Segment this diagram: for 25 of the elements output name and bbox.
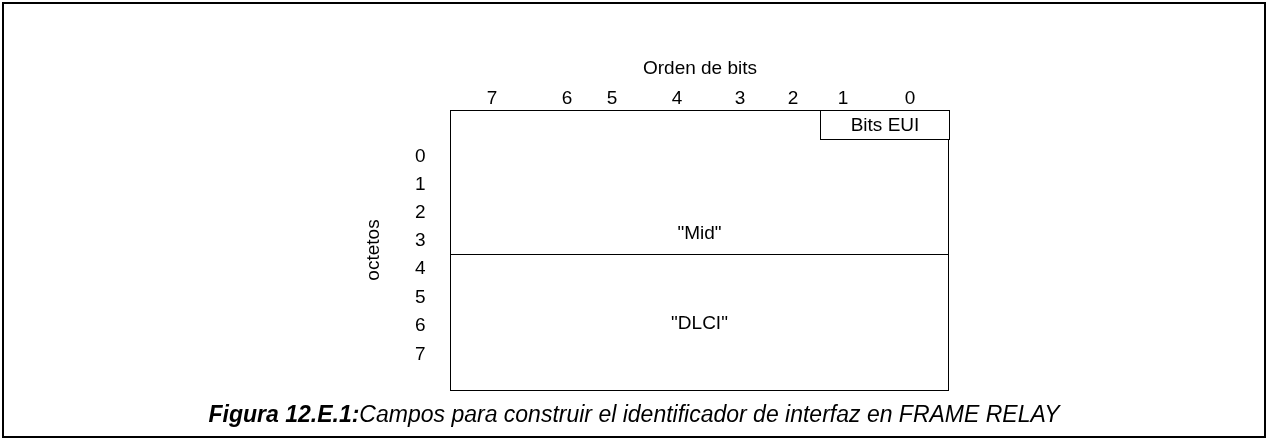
octet-number: 3 <box>415 230 426 249</box>
axis-title: octetos <box>362 219 382 281</box>
bit-number: 5 <box>606 88 618 107</box>
octet-number: 6 <box>415 315 426 334</box>
octet-number: 2 <box>415 202 426 221</box>
axis-title: Orden de bits <box>642 58 758 77</box>
bit-number: 3 <box>734 88 746 107</box>
field-region <box>450 254 949 391</box>
figure-caption: Figura 12.E.1:Campos para construir el identificador de interfaz en FRAME RELAY <box>208 403 1060 426</box>
octet-number: 7 <box>415 344 426 363</box>
bit-number: 0 <box>904 88 916 107</box>
field-name: "Mid" <box>677 223 722 242</box>
bit-number: 1 <box>837 88 849 107</box>
octet-number: 4 <box>415 258 426 277</box>
field-region <box>450 110 949 256</box>
field-name: Bits EUI <box>850 114 920 134</box>
bit-number: 4 <box>671 88 683 107</box>
octet-number: 0 <box>415 146 426 165</box>
field-name: "DLCI" <box>671 313 728 332</box>
bit-number: 7 <box>486 88 498 107</box>
octet-number: 5 <box>415 287 426 306</box>
field-region <box>820 109 950 140</box>
bit-number: 6 <box>561 88 573 107</box>
bit-number: 2 <box>787 88 799 107</box>
octet-number: 1 <box>415 174 426 193</box>
